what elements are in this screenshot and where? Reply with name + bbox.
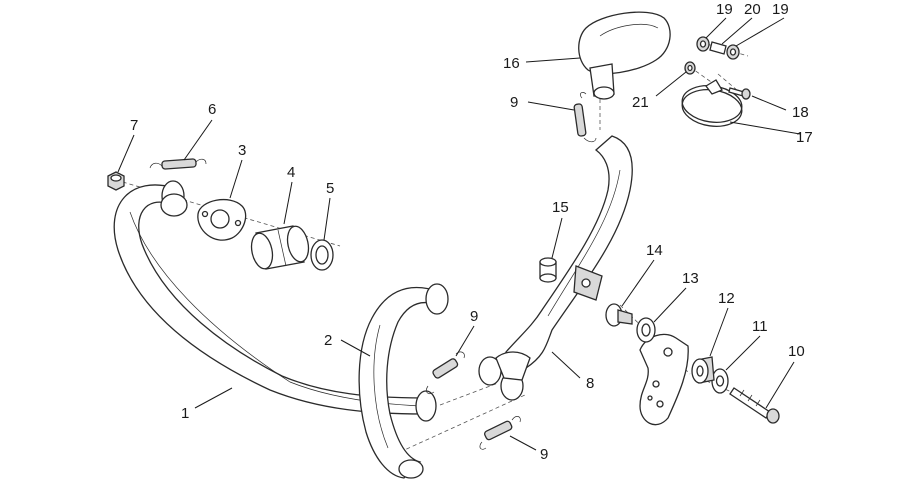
- callout-18: 18: [792, 104, 809, 121]
- part-4-sleeve: [250, 225, 310, 270]
- callout-8: 8: [586, 375, 594, 392]
- callout-17: 17: [796, 129, 813, 146]
- callout-14: 14: [646, 242, 663, 259]
- part-9-spring-middle: [426, 351, 465, 394]
- part-20-pin: [709, 41, 727, 55]
- part-6-spring: [149, 158, 207, 170]
- part-21-nut: [684, 61, 696, 75]
- part-7-nut: [107, 171, 125, 191]
- part-11-washer: [711, 368, 729, 394]
- part-15-spacer: [539, 257, 557, 283]
- leader-lines: [117, 17, 801, 451]
- callout-20: 20: [744, 1, 761, 18]
- callout-9-middle: 9: [470, 308, 478, 325]
- part-9-spring-top: [573, 92, 597, 143]
- part-1-front-header-pipe: [113, 180, 437, 422]
- part-19-washer-right: [726, 44, 740, 60]
- callout-3: 3: [238, 142, 246, 159]
- part-18-screw: [728, 87, 751, 100]
- callout-16: 16: [503, 55, 520, 72]
- part-13-bushing: [636, 317, 656, 343]
- callout-12: 12: [718, 290, 735, 307]
- callout-11: 11: [752, 318, 768, 335]
- part-12-spacer: [691, 356, 715, 384]
- callout-19-right: 19: [772, 1, 789, 18]
- callout-9-bottom: 9: [540, 446, 548, 463]
- part-16-silencer: [578, 11, 671, 100]
- part-3-flange: [197, 198, 247, 241]
- part-17-clamp-band: [681, 79, 743, 127]
- callout-15: 15: [552, 199, 569, 216]
- callout-9-top: 9: [510, 94, 518, 111]
- part-8-collector-pipe: [478, 135, 633, 401]
- part-19-washer-left: [696, 36, 710, 52]
- callout-6: 6: [208, 101, 216, 118]
- part-14-rubber-mount: [605, 303, 633, 327]
- callout-10: 10: [788, 343, 805, 360]
- part-10-bolt: [729, 387, 780, 424]
- callout-7: 7: [130, 117, 138, 134]
- callout-13: 13: [682, 270, 699, 287]
- part-2-rear-header-pipe: [358, 283, 449, 479]
- callout-labels: 1 2 3 4 5 6 7 8 9 9 9 10 11 12 13 14 15 …: [130, 1, 813, 463]
- callout-19-left: 19: [716, 1, 733, 18]
- callout-4: 4: [287, 164, 295, 181]
- callout-1: 1: [181, 405, 189, 422]
- part-5-ring-gasket: [310, 239, 334, 271]
- callout-5: 5: [326, 180, 334, 197]
- callout-21: 21: [632, 94, 649, 111]
- callout-2: 2: [324, 332, 332, 349]
- part-9-spring-bottom: [479, 416, 521, 450]
- mounting-bracket: [639, 333, 689, 426]
